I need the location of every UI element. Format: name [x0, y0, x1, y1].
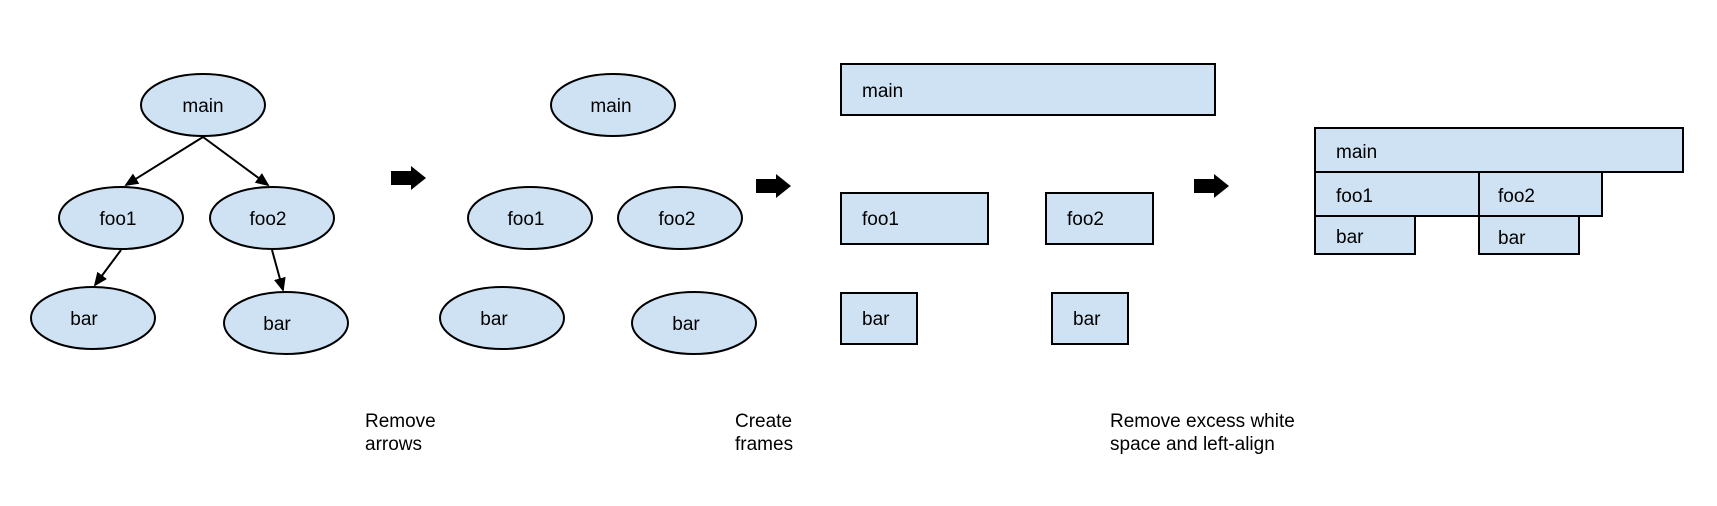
frame-foo2	[1478, 171, 1603, 217]
frame-bar-left-label: bar	[862, 309, 890, 330]
caption-line-2: space and left-align	[1110, 434, 1275, 455]
caption-create-frames: Create frames	[735, 411, 793, 455]
frame-foo1-label: foo1	[862, 209, 899, 230]
frame-foo2-label: foo2	[1067, 209, 1104, 230]
caption-remove-arrows: Remove arrows	[365, 411, 436, 455]
frame-bar-right	[1478, 215, 1580, 255]
node-foo1	[467, 186, 593, 250]
node-bar-left	[30, 286, 156, 350]
frame-main-label: main	[1336, 142, 1377, 163]
edge-main-foo2	[202, 136, 270, 187]
frame-foo1-label: foo1	[1336, 186, 1373, 207]
frame-foo2-label: foo2	[1498, 186, 1535, 207]
frame-main	[840, 63, 1216, 116]
frame-bar-left	[1314, 215, 1416, 255]
node-main	[140, 73, 266, 137]
node-foo1	[58, 186, 184, 250]
node-main-label: main	[590, 96, 631, 117]
node-bar-left	[439, 286, 565, 350]
node-bar-right	[631, 291, 757, 355]
stage-2-nodes: main foo1 foo2 bar bar	[439, 73, 757, 355]
stage-3-frames: main foo1 foo2 bar bar	[840, 63, 1216, 345]
stage-1-call-tree: main foo1 foo2 bar bar	[30, 73, 349, 355]
node-bar-left-label: bar	[480, 309, 508, 330]
frame-main-label: main	[862, 81, 903, 102]
frame-bar-right-label: bar	[1498, 228, 1526, 249]
caption-line-1: Remove	[365, 411, 436, 432]
frame-bar-right-label: bar	[1073, 309, 1101, 330]
frame-foo2	[1045, 192, 1154, 245]
caption-line-2: frames	[735, 434, 793, 455]
caption-remove-whitespace: Remove excess white space and left-align	[1110, 411, 1295, 455]
edge-main-foo1	[124, 136, 204, 187]
node-foo2-label: foo2	[250, 209, 287, 230]
stage-4-compact-frames: main foo1 foo2 bar bar	[1314, 127, 1684, 255]
caption-line-2: arrows	[365, 434, 422, 455]
node-foo2	[617, 186, 743, 250]
node-foo2-label: foo2	[659, 209, 696, 230]
right-arrow-icon	[756, 174, 791, 198]
caption-line-1: Create	[735, 411, 792, 432]
edge-foo2-bar	[271, 249, 286, 292]
frame-main	[1314, 127, 1684, 173]
frame-bar-left-label: bar	[1336, 227, 1364, 248]
frame-bar-right	[1051, 292, 1129, 345]
node-bar-right	[223, 291, 349, 355]
node-main	[550, 73, 676, 137]
node-bar-right-label: bar	[672, 314, 700, 335]
node-foo1-label: foo1	[508, 209, 545, 230]
frame-foo1	[840, 192, 989, 245]
caption-line-1: Remove excess white	[1110, 411, 1295, 432]
frame-bar-left	[840, 292, 918, 345]
right-arrow-icon	[1194, 174, 1229, 198]
right-arrow-icon	[391, 166, 426, 190]
node-foo1-label: foo1	[100, 209, 137, 230]
node-main-label: main	[182, 96, 223, 117]
node-bar-right-label: bar	[263, 314, 291, 335]
node-foo2	[209, 186, 335, 250]
node-bar-left-label: bar	[70, 309, 98, 330]
edge-foo1-bar	[93, 249, 122, 287]
